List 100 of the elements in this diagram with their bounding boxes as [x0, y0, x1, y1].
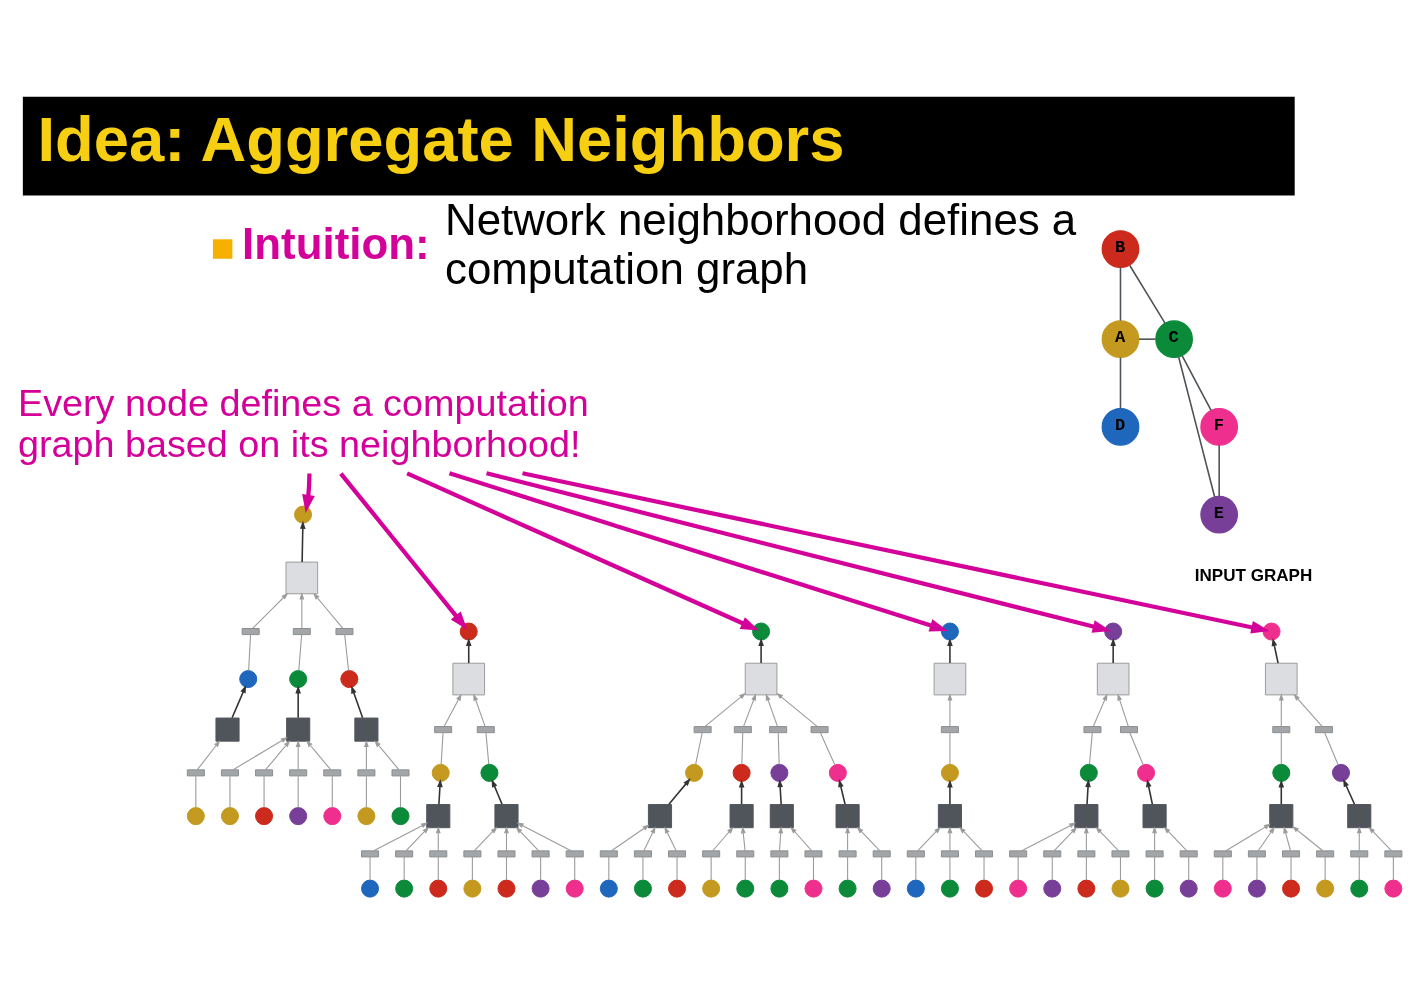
node-circle	[752, 622, 771, 641]
arrow	[838, 779, 846, 805]
arrow	[516, 822, 572, 852]
node-bar	[769, 726, 788, 734]
node-circle	[804, 879, 823, 898]
node-box	[354, 717, 379, 742]
connector	[642, 856, 644, 881]
arrow	[515, 826, 540, 852]
connector	[403, 856, 405, 881]
connector	[471, 856, 473, 881]
node-bar	[1043, 850, 1062, 858]
arrow	[374, 740, 400, 770]
node-circle	[975, 879, 994, 898]
connector	[1177, 356, 1216, 498]
connector	[344, 634, 350, 671]
node-circle	[1384, 879, 1403, 898]
node-bar	[810, 726, 829, 734]
connector	[365, 775, 367, 808]
connector	[1129, 264, 1166, 324]
node-circle	[220, 807, 239, 826]
arrow	[947, 693, 953, 727]
connector	[608, 856, 610, 881]
node-bar	[1213, 850, 1232, 858]
node-circle	[940, 622, 959, 641]
node-bar	[599, 850, 618, 858]
arrow	[473, 693, 486, 727]
connector	[1358, 856, 1360, 881]
node-box	[494, 804, 519, 829]
node-circle	[429, 879, 448, 898]
arrow	[845, 826, 851, 852]
arrow	[522, 471, 1270, 634]
arrow	[448, 471, 948, 632]
node-bar	[434, 726, 453, 734]
node-bar	[497, 850, 516, 858]
node-circle	[361, 879, 380, 898]
node-circle	[828, 763, 847, 782]
node-bar	[1316, 850, 1335, 858]
arrow	[1085, 779, 1091, 805]
node-bar	[1247, 850, 1266, 858]
arrow	[406, 471, 760, 631]
node-circle	[239, 670, 258, 689]
connector	[540, 856, 542, 881]
connector	[1088, 732, 1093, 765]
node-circle	[770, 763, 789, 782]
connector	[1085, 856, 1087, 881]
arrow	[1053, 826, 1078, 852]
node-circle	[289, 807, 308, 826]
node-bar	[693, 726, 712, 734]
node-bar	[241, 628, 260, 636]
connector	[949, 732, 951, 765]
connector	[1324, 856, 1326, 881]
connector	[297, 775, 299, 808]
arrow	[765, 693, 778, 727]
node-bar	[975, 850, 994, 858]
arrow	[664, 826, 677, 852]
arrow	[295, 685, 301, 719]
node-circle	[1079, 763, 1098, 782]
node-circle	[668, 879, 687, 898]
connector	[1181, 355, 1212, 412]
arrow	[252, 592, 289, 629]
connector	[1119, 856, 1122, 881]
node-circle	[702, 879, 721, 898]
node-bar	[1384, 850, 1403, 858]
node-circle	[1077, 879, 1096, 898]
node-bar	[255, 769, 274, 777]
node-bar	[1272, 726, 1291, 734]
node-box	[1347, 804, 1372, 829]
arrow	[197, 740, 221, 770]
node-circle	[357, 807, 376, 826]
node-bar	[220, 769, 239, 777]
node-bar	[463, 850, 482, 858]
node-circle	[497, 879, 516, 898]
node-bar	[335, 628, 354, 636]
node-circle	[732, 763, 751, 782]
arrow	[1083, 826, 1089, 852]
connector	[399, 775, 402, 808]
node-bar	[1120, 726, 1139, 734]
arrow	[790, 826, 813, 852]
node-bar	[357, 769, 376, 777]
node-bar	[565, 850, 584, 858]
node-circle: A	[1101, 320, 1140, 359]
connector	[676, 856, 678, 881]
label: Network neighborhood defines a computation graph	[444, 195, 1077, 294]
arrow	[265, 740, 291, 770]
node-box	[1074, 804, 1099, 829]
arrow	[1110, 637, 1116, 664]
node-circle	[431, 763, 450, 782]
node-box	[286, 717, 311, 742]
node-circle	[340, 670, 359, 689]
arrow	[1257, 826, 1275, 852]
node-circle	[1331, 763, 1350, 782]
node-circle: E	[1200, 495, 1239, 534]
connector	[298, 634, 303, 671]
node-box	[1269, 804, 1294, 829]
node-circle	[736, 879, 755, 898]
connector	[881, 856, 883, 881]
connector	[248, 634, 252, 671]
node-circle	[685, 763, 704, 782]
connector	[369, 856, 371, 881]
arrow	[1092, 693, 1108, 727]
